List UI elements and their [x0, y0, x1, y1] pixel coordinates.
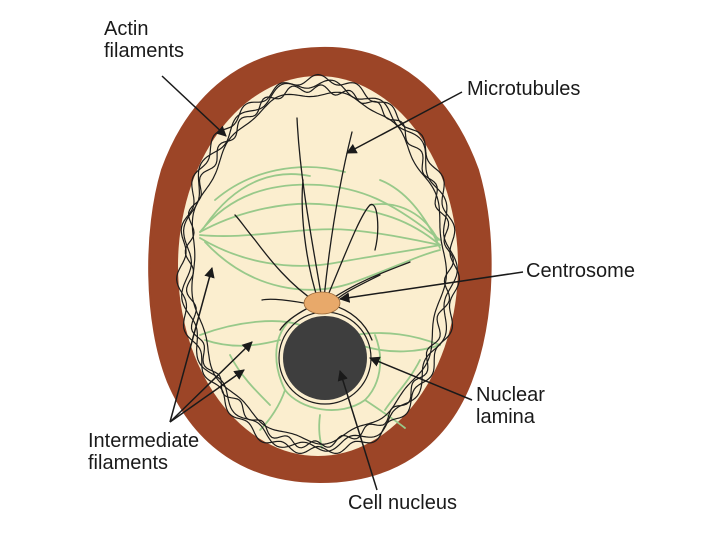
label-intermediate-line1: Intermediate [88, 430, 200, 452]
label-nuclear-lamina-line2: lamina [476, 406, 535, 428]
pointer-nuclear-lamina [369, 356, 473, 401]
actin-ring [175, 73, 461, 455]
centrosome [303, 291, 341, 315]
label-microtubules-line1: Microtubules [467, 78, 581, 100]
label-centrosome-line1: Centrosome [526, 260, 635, 282]
label-intermediate-filaments: Intermediate filaments [88, 430, 199, 474]
label-actin-line1: Actin [104, 18, 149, 40]
pointer-centrosome [338, 271, 524, 303]
actin-filaments [175, 73, 461, 455]
pointer-actin [161, 75, 227, 137]
label-nucleus-line1: Cell nucleus [348, 492, 457, 514]
pointer-intermediate-1 [169, 266, 215, 423]
label-cell-nucleus: Cell nucleus [348, 492, 457, 514]
cell-nucleus [283, 316, 367, 400]
label-intermediate-line2: filaments [88, 452, 169, 474]
label-microtubules: Microtubules [467, 78, 580, 100]
actin-ring [191, 91, 448, 445]
actin-ring [181, 79, 458, 452]
label-actin-filaments: Actin filaments [104, 18, 184, 62]
label-nuclear-lamina-line1: Nuclear [476, 384, 545, 406]
label-centrosome: Centrosome [526, 260, 635, 282]
intermediate-filaments [199, 166, 441, 449]
pointer-microtubules [346, 91, 463, 154]
pointer-nucleus [337, 369, 378, 491]
pointer-intermediate-3 [169, 369, 245, 423]
pointer-intermediate-2 [169, 341, 253, 423]
actin-ring [184, 84, 454, 449]
label-nuclear-lamina: Nuclear lamina [476, 384, 545, 428]
pointer-lines [161, 75, 524, 491]
label-actin-line2: filaments [104, 40, 185, 62]
